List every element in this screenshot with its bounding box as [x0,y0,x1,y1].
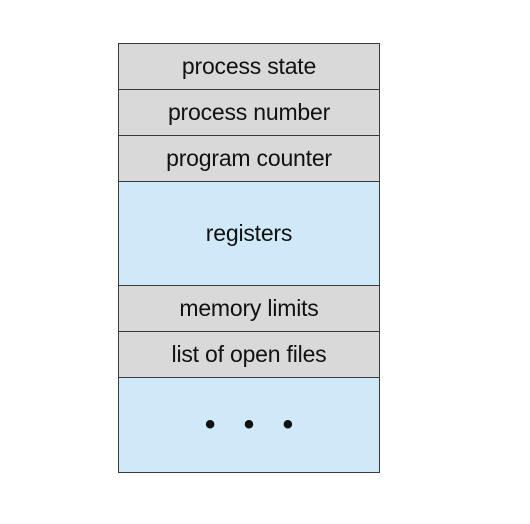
field-process-number: process number [119,90,379,136]
field-label: process number [167,99,331,125]
field-process-state: process state [119,44,379,90]
field-program-counter: program counter [119,136,379,182]
field-registers: registers [119,182,379,286]
ellipsis-label: • • • [204,408,304,441]
field-label: process state [181,53,317,79]
field-label: registers [205,220,293,246]
process-control-block: process state process number program cou… [118,43,380,473]
field-ellipsis: • • • [119,378,379,472]
field-label: list of open files [171,341,327,367]
field-label: memory limits [179,295,319,321]
field-memory-limits: memory limits [119,286,379,332]
field-open-files: list of open files [119,332,379,378]
field-label: program counter [166,145,332,171]
